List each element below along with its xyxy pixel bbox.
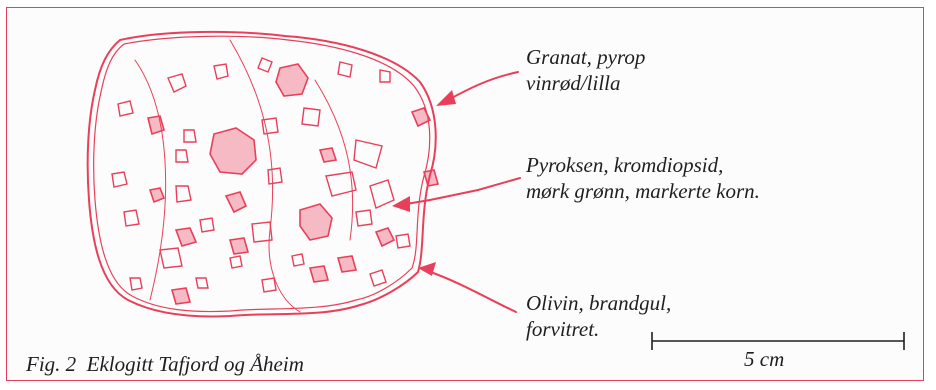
olivin-label-line1: Olivin, brandgul,: [526, 290, 671, 316]
pyroksen-grain: [160, 248, 182, 268]
pyroksen-grain: [302, 108, 320, 126]
pyroksen-grain: [130, 278, 142, 290]
pyroksen-pointer: [400, 178, 520, 205]
granat-grain: [412, 108, 430, 126]
granat-label: Granat, pyrop vinrød/lilla: [526, 44, 645, 96]
pyroksen-grain: [370, 270, 386, 286]
pyroksen-grain: [214, 64, 228, 79]
pyroksen-grain: [176, 150, 188, 162]
pyroksen-grain: [380, 70, 390, 82]
olivin-pointer: [425, 270, 516, 312]
granat-pointer: [448, 72, 518, 100]
granat-grain: [338, 256, 356, 272]
crack-line: [135, 60, 166, 300]
figure-caption: Fig. 2 Eklogitt Tafjord og Åheim: [26, 352, 304, 377]
granat-grain: [310, 266, 328, 282]
pyroksen-grain: [292, 254, 304, 266]
pyroksen-grain: [196, 278, 208, 288]
granat-grain: [376, 228, 394, 246]
pyroksen-label-line2: mørk grønn, markerte korn.: [526, 178, 760, 204]
pyroksen-grain: [200, 218, 214, 232]
pyroksen-grain: [356, 210, 372, 226]
granat-grain: [148, 116, 164, 134]
granat-grain: [424, 170, 438, 186]
pyroksen-grain: [354, 140, 382, 168]
pyroksen-grain: [112, 172, 127, 187]
granat-label-line2: vinrød/lilla: [526, 70, 645, 96]
pyroksen-grain: [268, 168, 282, 184]
granat-arrowhead: [436, 90, 456, 106]
pyroksen-grain: [258, 58, 272, 72]
granat-grain: [230, 238, 248, 254]
granat-grain: [210, 128, 256, 174]
pyroksen-label: Pyroksen, kromdiopsid, mørk grønn, marke…: [526, 152, 760, 204]
pyroksen-grain: [118, 101, 133, 116]
pyroksen-grain: [168, 74, 186, 92]
olivin-label: Olivin, brandgul, forvitret.: [526, 290, 671, 342]
pyroksen-grain: [262, 278, 276, 292]
granat-grain: [276, 64, 308, 96]
pyroksen-label-line1: Pyroksen, kromdiopsid,: [526, 152, 760, 178]
granat-grain: [172, 288, 190, 304]
granat-grain: [300, 204, 332, 240]
pyroksen-arrowhead: [392, 196, 410, 212]
pyroksen-grain: [396, 234, 410, 248]
granat-label-line1: Granat, pyrop: [526, 44, 645, 70]
granat-grain: [176, 228, 196, 246]
pyroksen-grain: [184, 130, 196, 142]
olivin-label-line2: forvitret.: [526, 316, 671, 342]
pyroksen-grain: [176, 186, 191, 202]
pyroksen-grain: [370, 180, 394, 208]
granat-grain: [320, 148, 336, 162]
granat-grain: [226, 192, 246, 212]
granat-grain: [150, 188, 164, 202]
pyroksen-grain: [338, 62, 352, 77]
pyroksen-grain: [124, 210, 139, 226]
pyroksen-grain: [230, 256, 242, 268]
scale-bar-label: 5 cm: [744, 347, 784, 372]
